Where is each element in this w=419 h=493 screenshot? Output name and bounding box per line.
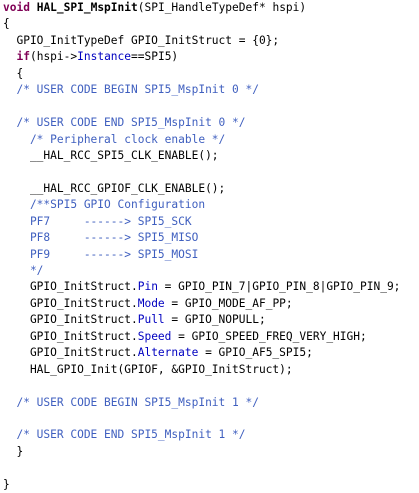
code-token: PF8 ------> SPI5_MISO xyxy=(3,231,199,245)
code-token: = GPIO_SPEED_FREQ_VERY_HIGH; xyxy=(171,329,367,343)
code-line[interactable]: PF8 ------> SPI5_MISO xyxy=(0,230,419,246)
code-line[interactable]: GPIO_InitStruct.Mode = GPIO_MODE_AF_PP; xyxy=(0,296,419,312)
code-line[interactable]: } xyxy=(0,477,419,493)
code-token: Speed xyxy=(137,329,172,343)
code-line[interactable]: __HAL_RCC_SPI5_CLK_ENABLE(); xyxy=(0,148,419,164)
code-token: /* USER CODE END SPI5_MspInit 1 */ xyxy=(3,428,246,442)
code-token: Alternate xyxy=(137,346,199,360)
code-token: /**SPI5 GPIO Configuration xyxy=(3,198,206,212)
code-token: GPIO_InitStruct. xyxy=(3,313,138,327)
code-line[interactable]: { xyxy=(0,66,419,82)
code-token: __HAL_RCC_SPI5_CLK_ENABLE(); xyxy=(3,148,219,162)
code-token: Pin xyxy=(137,280,158,294)
code-line[interactable]: /* Peripheral clock enable */ xyxy=(0,132,419,148)
code-token: GPIO_InitTypeDef GPIO_InitStruct = {0}; xyxy=(3,33,280,47)
code-token: PF9 ------> SPI5_MOSI xyxy=(3,247,199,261)
code-line[interactable]: GPIO_InitStruct.Pull = GPIO_NOPULL; xyxy=(0,312,419,328)
code-token xyxy=(3,50,16,63)
code-token: void xyxy=(3,1,30,14)
code-token: GPIO_InitStruct. xyxy=(3,346,138,360)
code-token: Instance xyxy=(77,50,132,64)
code-token: } xyxy=(3,444,24,458)
code-token: __HAL_RCC_GPIOF_CLK_ENABLE(); xyxy=(3,181,226,195)
code-line[interactable]: /* USER CODE END SPI5_MspInit 0 */ xyxy=(0,115,419,131)
code-token: HAL_SPI_MspInit xyxy=(36,1,138,14)
code-token: = GPIO_MODE_AF_PP; xyxy=(164,296,293,310)
code-token: /* USER CODE BEGIN SPI5_MspInit 0 */ xyxy=(3,83,259,97)
code-line[interactable] xyxy=(0,378,419,394)
code-line[interactable]: } xyxy=(0,444,419,460)
code-line[interactable]: __HAL_RCC_GPIOF_CLK_ENABLE(); xyxy=(0,181,419,197)
code-line[interactable]: */ xyxy=(0,263,419,279)
code-token: { xyxy=(3,17,10,31)
code-token: /* USER CODE END SPI5_MspInit 0 */ xyxy=(3,116,246,130)
code-token: */ xyxy=(3,264,44,277)
code-line[interactable] xyxy=(0,164,419,180)
code-line[interactable]: /* USER CODE BEGIN SPI5_MspInit 0 */ xyxy=(0,82,419,98)
code-line[interactable]: /* USER CODE BEGIN SPI5_MspInit 1 */ xyxy=(0,395,419,411)
code-line[interactable]: HAL_GPIO_Init(GPIOF, &GPIO_InitStruct); xyxy=(0,362,419,378)
code-line[interactable]: if(hspi->Instance==SPI5) xyxy=(0,49,419,65)
code-token: } xyxy=(3,477,10,491)
code-token: = GPIO_PIN_7|GPIO_PIN_8|GPIO_PIN_9; xyxy=(157,280,401,294)
code-line[interactable]: PF7 ------> SPI5_SCK xyxy=(0,214,419,230)
code-line[interactable]: void HAL_SPI_MspInit(SPI_HandleTypeDef* … xyxy=(0,0,419,16)
code-line[interactable] xyxy=(0,460,419,476)
code-line[interactable]: GPIO_InitStruct.Speed = GPIO_SPEED_FREQ_… xyxy=(0,329,419,345)
code-token: (SPI_HandleTypeDef* hspi) xyxy=(137,1,307,14)
code-token: Pull xyxy=(137,313,165,327)
code-token: /* Peripheral clock enable */ xyxy=(3,132,226,146)
code-token: = GPIO_AF5_SPI5; xyxy=(198,346,313,360)
code-token: GPIO_InitStruct. xyxy=(3,280,138,294)
code-line[interactable]: PF9 ------> SPI5_MOSI xyxy=(0,247,419,263)
code-line[interactable]: /**SPI5 GPIO Configuration xyxy=(0,197,419,213)
code-token: ==SPI5) xyxy=(131,50,179,64)
code-line[interactable]: GPIO_InitStruct.Alternate = GPIO_AF5_SPI… xyxy=(0,345,419,361)
code-line[interactable] xyxy=(0,99,419,115)
code-line[interactable] xyxy=(0,411,419,427)
code-token: GPIO_InitStruct. xyxy=(3,329,138,343)
code-token: if xyxy=(16,50,30,64)
code-token: Mode xyxy=(137,296,165,310)
code-token: { xyxy=(3,66,24,80)
code-token: HAL_GPIO_Init(GPIOF, &GPIO_InitStruct); xyxy=(3,362,293,376)
code-line[interactable]: GPIO_InitStruct.Pin = GPIO_PIN_7|GPIO_PI… xyxy=(0,279,419,295)
code-token xyxy=(30,1,37,14)
code-line[interactable]: { xyxy=(0,16,419,32)
code-token: = GPIO_NOPULL; xyxy=(164,313,266,327)
code-token: (hspi-> xyxy=(29,50,78,64)
code-token: /* USER CODE BEGIN SPI5_MspInit 1 */ xyxy=(3,395,259,409)
code-line[interactable]: /* USER CODE END SPI5_MspInit 1 */ xyxy=(0,427,419,443)
code-token: GPIO_InitStruct. xyxy=(3,296,138,310)
code-token: PF7 ------> SPI5_SCK xyxy=(3,214,192,228)
code-line[interactable]: GPIO_InitTypeDef GPIO_InitStruct = {0}; xyxy=(0,33,419,49)
